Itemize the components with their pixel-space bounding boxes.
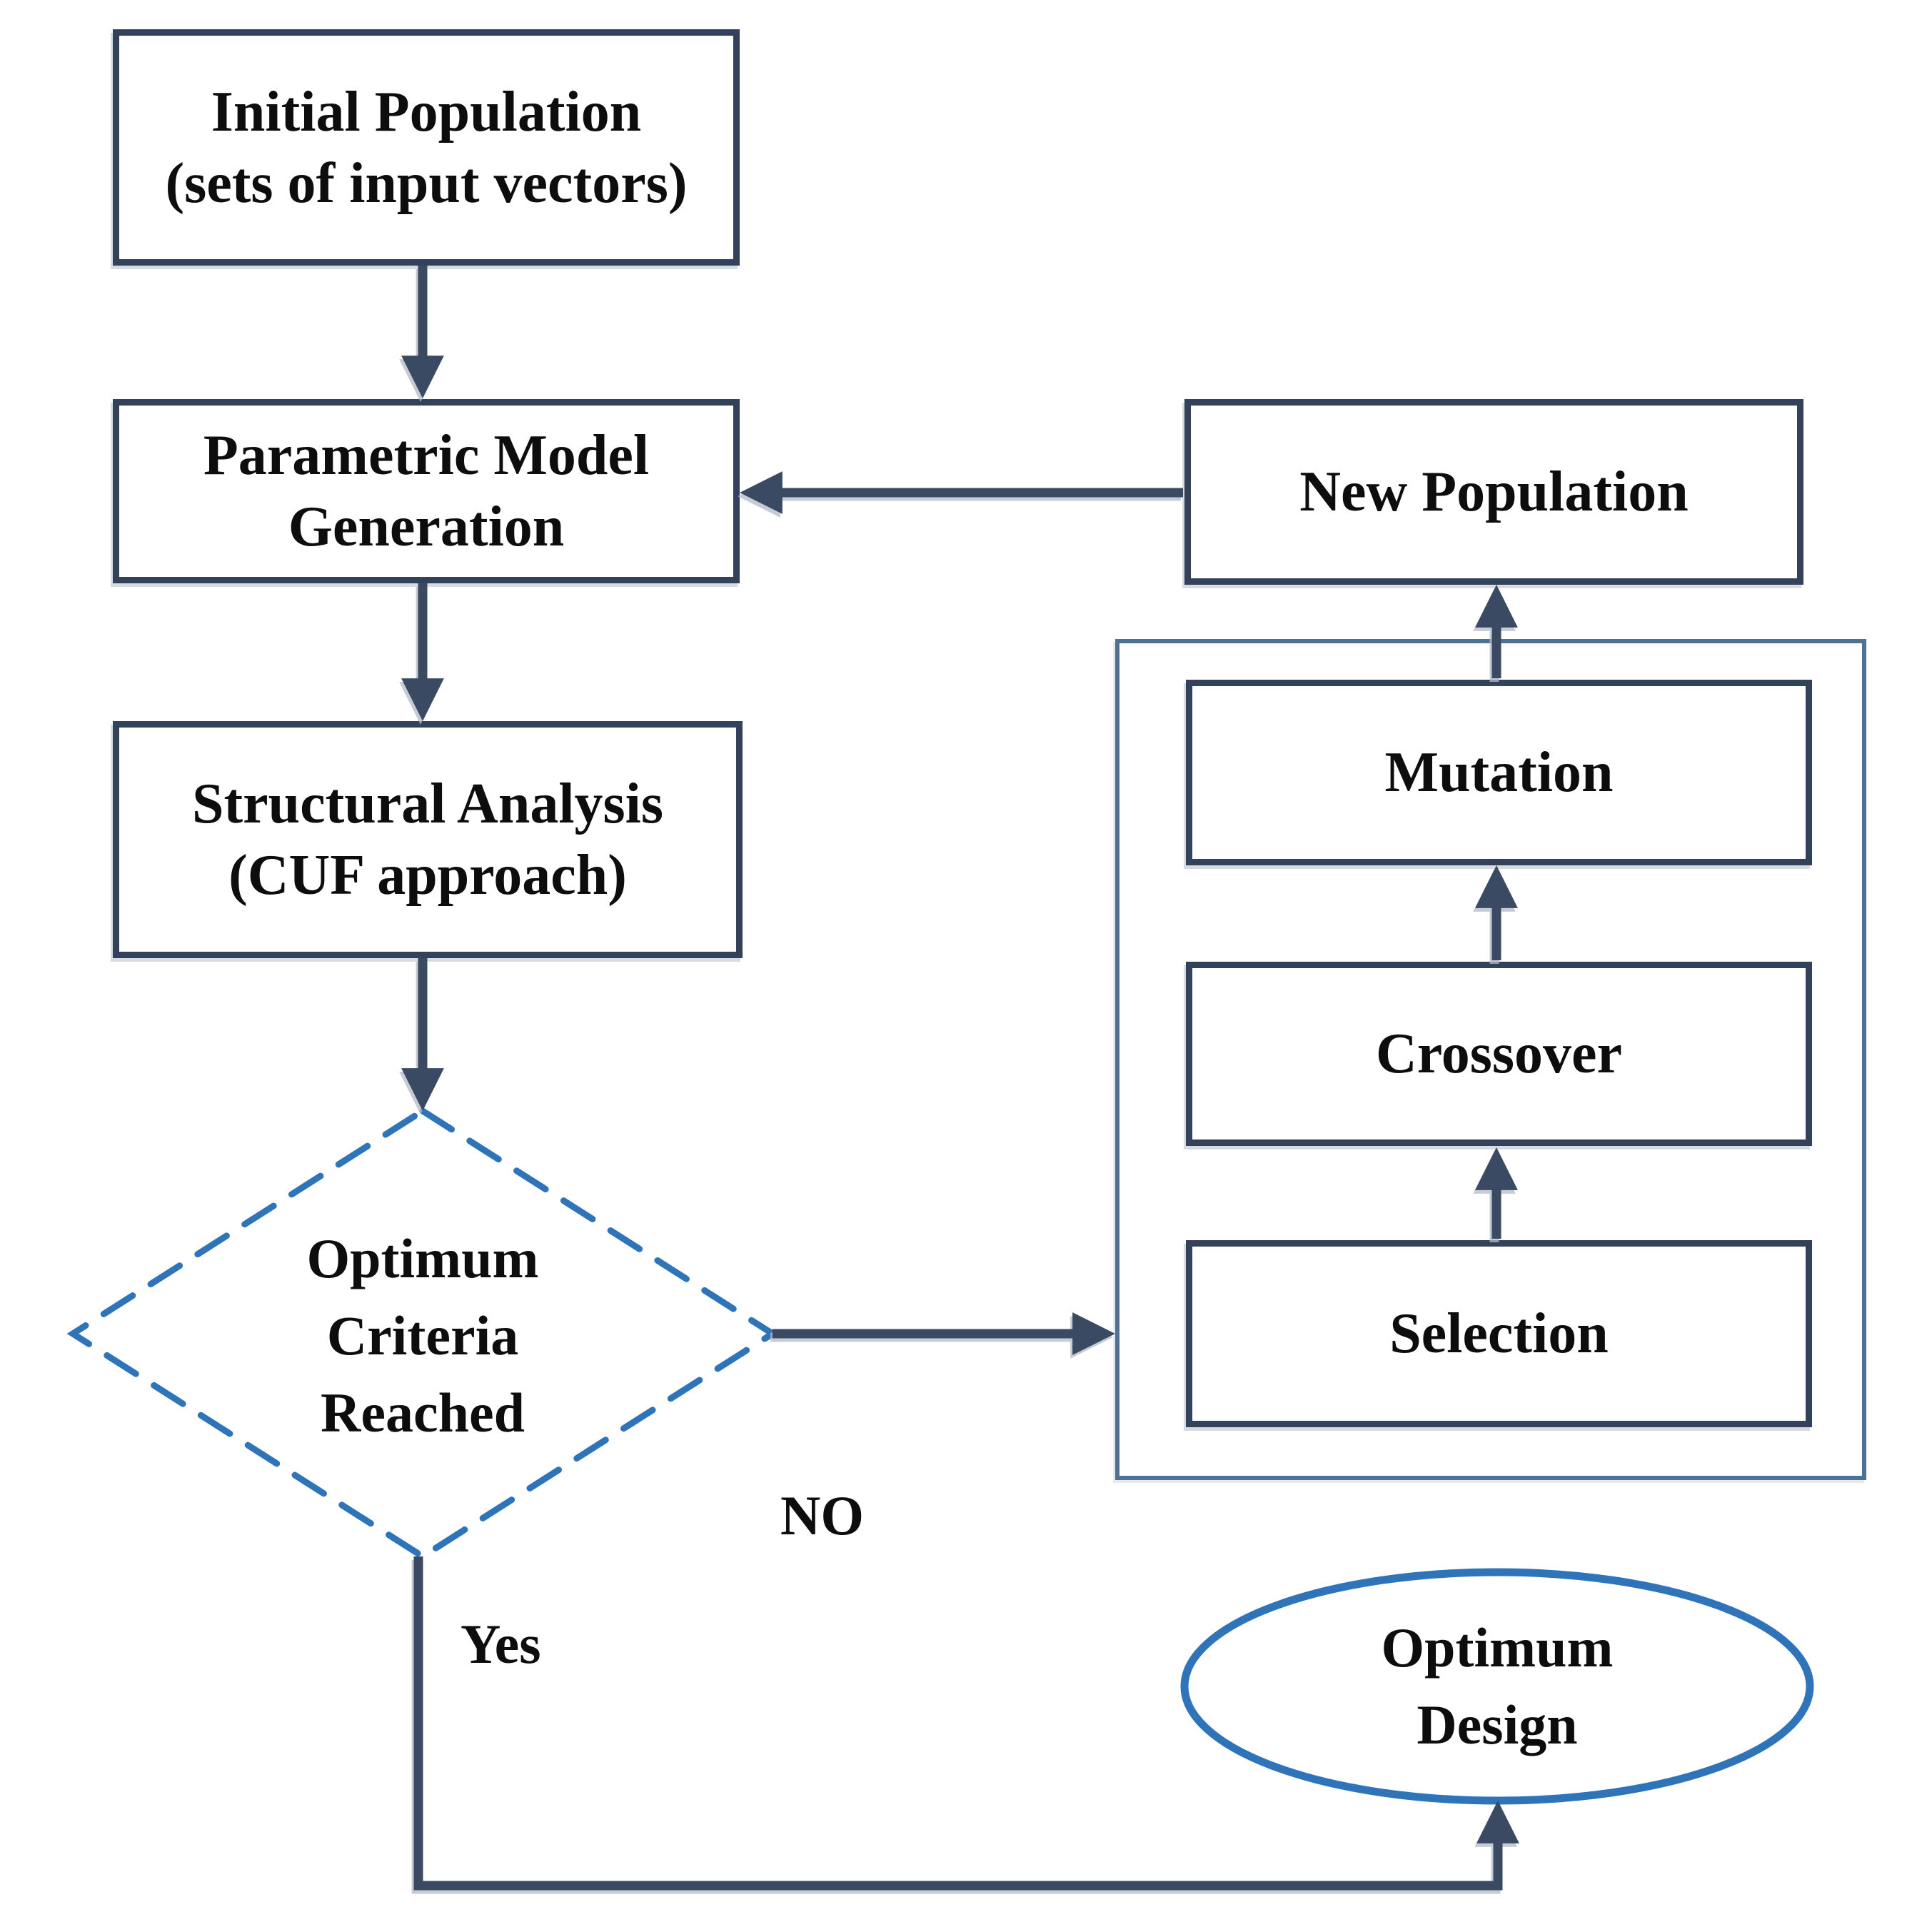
edge-label-yes: Yes <box>461 1613 541 1675</box>
node-structural-analysis: Structural Analysis (CUF approach) <box>113 721 743 958</box>
node-selection: Selection <box>1186 1240 1812 1427</box>
decision-diamond-label: Optimum Criteria Reached <box>166 1220 680 1451</box>
decision-label-line: Reached <box>321 1382 525 1444</box>
terminator-label-line: Design <box>1417 1694 1578 1756</box>
node-label-line: Generation <box>288 495 565 558</box>
decision-label-line: Criteria <box>326 1304 519 1367</box>
node-initial-population: Initial Population (sets of input vector… <box>113 29 740 266</box>
node-label-line: Mutation <box>1384 741 1614 804</box>
node-label-line: Initial Population <box>211 80 642 144</box>
node-label-line: Selection <box>1389 1302 1609 1365</box>
edge-label-no: NO <box>780 1484 864 1546</box>
node-label-line: (CUF approach) <box>228 844 627 907</box>
node-label-line: Crossover <box>1375 1022 1623 1085</box>
decision-diamond-outline <box>66 1107 779 1561</box>
node-new-population: New Population <box>1184 399 1803 585</box>
ga-operators-container <box>1115 639 1866 1480</box>
node-label-line: New Population <box>1299 461 1689 523</box>
node-crossover: Crossover <box>1186 962 1812 1146</box>
terminator-label-line: Optimum <box>1381 1616 1614 1679</box>
decision-label-line: Optimum <box>306 1227 539 1289</box>
node-label-line: Structural Analysis <box>191 773 664 835</box>
node-label-line: Parametric Model <box>203 424 650 487</box>
node-label-line: (sets of input vectors) <box>165 151 688 215</box>
node-mutation: Mutation <box>1186 680 1812 865</box>
node-parametric-model-generation: Parametric Model Generation <box>113 399 740 583</box>
optimum-design-label: Optimum Design <box>1283 1609 1711 1764</box>
